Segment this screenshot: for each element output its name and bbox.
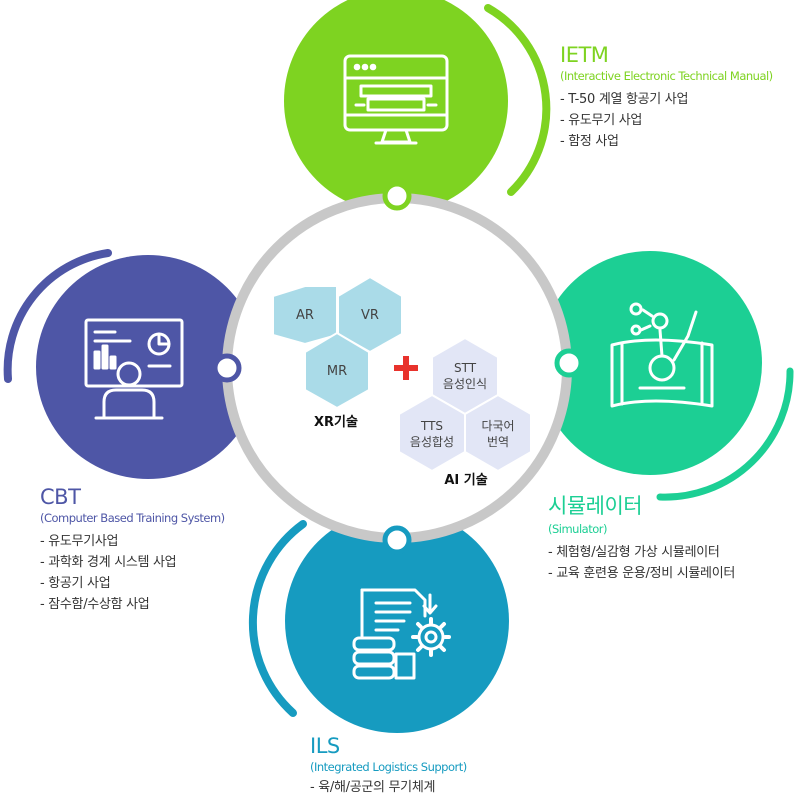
hex-mr (304, 331, 370, 410)
monitor-icon (343, 54, 449, 145)
ietm-text-block: IETM (Interactive Electronic Technical M… (560, 43, 773, 152)
list-item: - 과학화 경계 시스템 사업 (40, 555, 177, 570)
simulator-title: 시뮬레이터 (548, 494, 643, 518)
list-item: - 함정 사업 (560, 134, 619, 149)
ietm-circle (284, 0, 508, 213)
xr-hexagons: AR VR MR XR기술 (272, 275, 403, 430)
cbt-text-block: CBT (Computer Based Training System) - 유… (40, 485, 225, 615)
hex-tts-label-1: TTS (420, 419, 443, 433)
ils-text-block: ILS (Integrated Logistics Support) - 육/해… (310, 734, 467, 798)
cbt-arc (3, 249, 112, 383)
hex-ar (272, 285, 338, 346)
ils-arc (248, 520, 307, 717)
simulator-list: - 체험형/실감형 가상 시뮬레이터 - 교육 훈련용 운용/정비 시뮬레이터 (548, 542, 735, 584)
ils-title: ILS (310, 734, 340, 758)
cbt-connector-dot (212, 353, 242, 383)
list-item: - 체험형/실감형 가상 시뮬레이터 (548, 545, 720, 560)
cbt-subtitle: (Computer Based Training System) (40, 511, 225, 525)
hex-ar-label: AR (296, 308, 314, 323)
simulator-text-block: 시뮬레이터 (Simulator) - 체험형/실감형 가상 시뮬레이터 - 교… (548, 490, 735, 584)
list-item: - 잠수함/수상함 사업 (40, 597, 150, 612)
list-item: - T-50 계열 항공기 사업 (560, 92, 689, 107)
ietm-title: IETM (560, 43, 609, 67)
ietm-list: - T-50 계열 항공기 사업 - 유도무기 사업 - 함정 사업 (560, 89, 773, 152)
hex-translation-label-2: 번역 (487, 435, 509, 449)
cbt-list: - 유도무기사업 - 과학화 경계 시스템 사업 - 항공기 사업 - 잠수함/… (40, 531, 225, 615)
hex-vr-label: VR (361, 308, 379, 323)
simulator-connector-dot (554, 348, 584, 378)
presenter-icon (84, 318, 184, 420)
ietm-arc (484, 4, 551, 196)
simulator-icon (610, 302, 714, 408)
hex-translation (464, 393, 532, 473)
hex-stt-label-1: STT (454, 361, 477, 375)
ils-subtitle: (Integrated Logistics Support) (310, 760, 467, 774)
simulator-subtitle: (Simulator) (548, 522, 607, 536)
ietm-connector-dot (382, 181, 412, 211)
hex-translation-label-1: 다국어 (481, 419, 514, 433)
list-item: - 항공기 사업 (40, 576, 111, 591)
ai-group-label: AI 기술 (444, 473, 487, 488)
plus-icon (394, 356, 418, 380)
ietm-subtitle: (Interactive Electronic Technical Manual… (560, 69, 773, 83)
cbt-title: CBT (40, 485, 81, 509)
documents-gear-icon (352, 588, 451, 680)
hex-tts-label-2: 음성합성 (410, 435, 454, 449)
simulator-arc (656, 367, 794, 501)
ils-list: - 육/해/공군의 무기체계 (310, 777, 467, 798)
list-item: - 유도무기 사업 (560, 113, 643, 128)
xr-group-label: XR기술 (314, 415, 358, 430)
list-item: - 육/해/공군의 무기체계 (310, 780, 436, 795)
ils-connector-dot (382, 525, 412, 555)
ai-hexagons: STT 음성인식 TTS 음성합성 다국어 번역 AI 기술 (398, 336, 532, 488)
list-item: - 유도무기사업 (40, 534, 119, 549)
hex-stt-label-2: 음성인식 (443, 377, 487, 391)
hex-mr-label: MR (327, 364, 347, 379)
list-item: - 교육 훈련용 운용/정비 시뮬레이터 (548, 566, 736, 581)
